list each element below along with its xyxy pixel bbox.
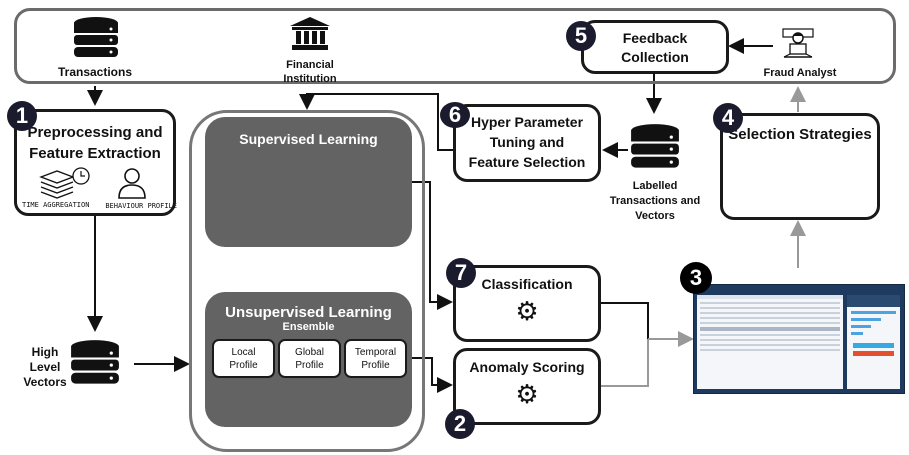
- high-level-vectors-db-icon: [70, 339, 120, 394]
- transactions-db-icon: [73, 17, 119, 66]
- labelled-line-3: Vectors: [635, 210, 675, 222]
- selection-strategies-box: Selection Strategies: [720, 113, 880, 220]
- institution-line-2: Institution: [283, 73, 337, 85]
- profile-line: Local: [231, 346, 256, 358]
- profile-line: Global: [295, 346, 324, 358]
- high-level-vectors-label: High Level Vectors: [20, 345, 70, 390]
- behaviour-profile-label: BEHAVIOUR PROFILE: [105, 202, 177, 210]
- institution-line-1: Financial: [286, 59, 334, 71]
- feedback-title-2: Collection: [621, 49, 689, 65]
- ensemble-label: Ensemble: [282, 321, 335, 333]
- hyper-parameter-box: Hyper Parameter Tuning and Feature Selec…: [453, 104, 601, 182]
- anomaly-scoring-box: Anomaly Scoring ⚙: [453, 348, 601, 425]
- dashboard-thumbnail: [693, 284, 905, 394]
- preprocessing-title-2: Feature Extraction: [29, 145, 161, 162]
- time-aggregation-icon: [39, 167, 93, 206]
- step-badge-2: 2: [445, 409, 475, 439]
- labelled-line-1: Labelled: [632, 180, 678, 192]
- step-badge-4: 4: [713, 103, 743, 133]
- profile-line: Profile: [229, 359, 258, 371]
- classification-title: Classification: [481, 276, 573, 292]
- feedback-collection-box: Feedback Collection: [581, 20, 729, 74]
- step-badge-7: 7: [446, 258, 476, 288]
- selection-title: Selection Strategies: [728, 126, 872, 143]
- fraud-analyst-icon: [781, 27, 815, 66]
- preprocessing-title-1: Preprocessing and: [27, 124, 163, 141]
- step-badge-1: 1: [7, 101, 37, 131]
- fraud-analyst-label: Fraud Analyst: [763, 67, 837, 79]
- hlv-line-2: Level: [29, 360, 61, 374]
- financial-institution-label: Financial Institution: [260, 58, 360, 86]
- profile-line: Profile: [361, 359, 390, 371]
- labelled-db-icon: [630, 124, 680, 177]
- bank-icon: [290, 17, 330, 56]
- behaviour-profile-icon: [117, 167, 147, 204]
- learning-container: [189, 110, 425, 452]
- feedback-title-1: Feedback: [622, 30, 688, 46]
- time-aggregation-label: TIME AGGREGATION: [22, 201, 90, 209]
- profile-line: Profile: [295, 359, 324, 371]
- step-badge-3: 3: [680, 262, 712, 294]
- step-badge-5: 5: [566, 21, 596, 51]
- financial-institution-frame: [14, 8, 896, 84]
- gear-icon: ⚙: [515, 379, 539, 409]
- supervised-learning-title: Supervised Learning: [239, 131, 378, 147]
- hyper-title-3: Feature Selection: [468, 154, 586, 170]
- supervised-learning-panel: Supervised Learning: [205, 117, 412, 247]
- anomaly-title: Anomaly Scoring: [469, 359, 585, 375]
- hyper-title-1: Hyper Parameter: [470, 114, 584, 130]
- unsupervised-learning-title: Unsupervised Learning: [225, 304, 392, 321]
- labelled-line-2: Transactions and: [609, 195, 701, 207]
- hyper-title-2: Tuning and: [489, 134, 565, 150]
- hlv-line-3: Vectors: [23, 375, 67, 389]
- profile-line: Temporal: [354, 346, 397, 358]
- hlv-line-1: High: [31, 345, 59, 359]
- classification-box: Classification ⚙: [453, 265, 601, 342]
- step-badge-6: 6: [440, 102, 470, 128]
- labelled-label: Labelled Transactions and Vectors: [600, 179, 710, 224]
- preprocessing-box: Preprocessing and Feature Extraction TIM…: [14, 109, 177, 216]
- transactions-label: Transactions: [57, 65, 133, 79]
- gear-icon: ⚙: [515, 296, 539, 326]
